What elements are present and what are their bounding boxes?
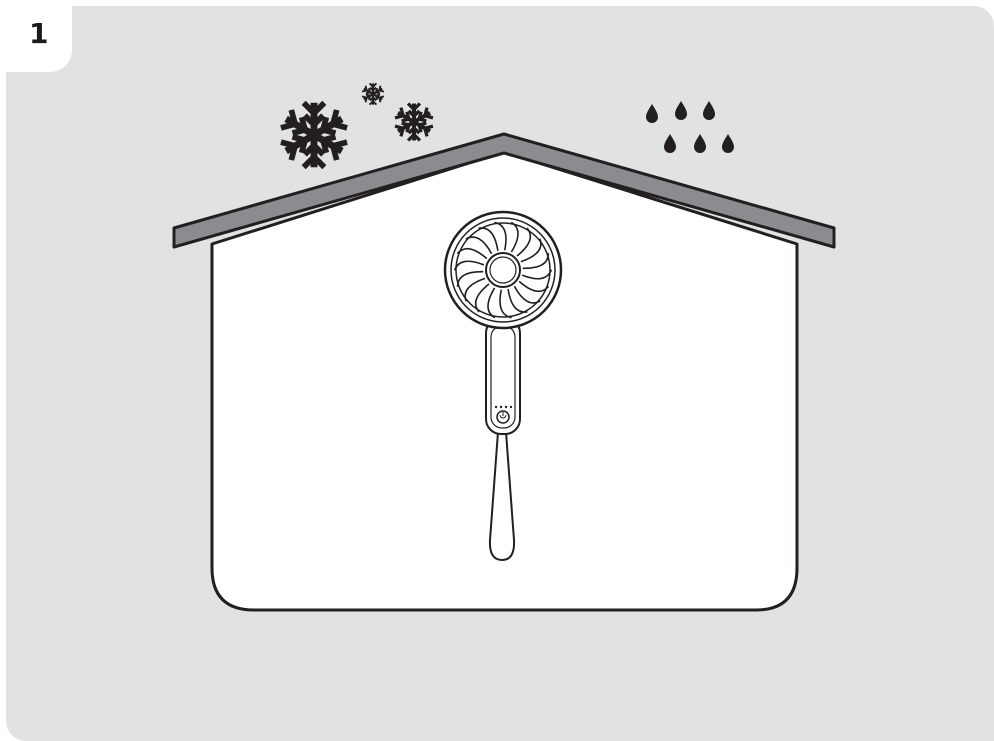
fan-hub: [486, 253, 520, 287]
snowflake-large-icon: [281, 103, 347, 167]
snowflake-small-icon: [362, 83, 384, 104]
raindrops-icon: [646, 101, 734, 153]
snowflake-medium-icon: [395, 104, 433, 141]
power-button-icon: [497, 411, 509, 423]
